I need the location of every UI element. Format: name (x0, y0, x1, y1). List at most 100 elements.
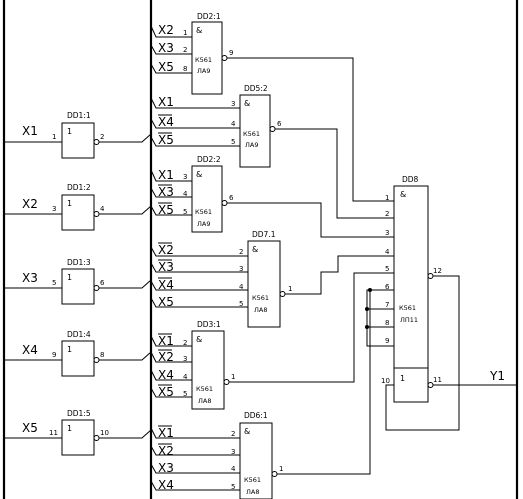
svg-text:X2: X2 (158, 243, 174, 257)
svg-text:1: 1 (67, 345, 72, 354)
svg-text:DD5:2: DD5:2 (244, 84, 268, 93)
svg-text:X4: X4 (158, 115, 174, 129)
svg-text:К561: К561 (252, 294, 269, 302)
svg-text:&: & (252, 245, 258, 254)
svg-text:8: 8 (183, 65, 187, 73)
svg-text:9: 9 (229, 49, 233, 57)
svg-text:5: 5 (231, 483, 235, 491)
svg-text:X1: X1 (158, 426, 174, 440)
gate-dd3-1: DD3:1 & К561 ЛА8 X1 X2 X4 X5 2 3 4 5 1 (150, 272, 394, 410)
svg-text:3: 3 (52, 205, 56, 213)
svg-text:DD8: DD8 (402, 175, 419, 184)
svg-text:К561: К561 (196, 385, 213, 393)
svg-text:3: 3 (231, 448, 235, 456)
svg-text:DD1:3: DD1:3 (67, 258, 91, 267)
svg-text:К561: К561 (195, 56, 212, 64)
svg-text:3: 3 (239, 265, 243, 273)
svg-text:X5: X5 (158, 295, 174, 309)
svg-text:8: 8 (100, 351, 104, 359)
svg-text:5: 5 (183, 390, 187, 398)
svg-text:К561: К561 (244, 476, 261, 484)
svg-text:1: 1 (279, 465, 283, 473)
svg-text:DD1:5: DD1:5 (67, 409, 91, 418)
svg-text:6: 6 (100, 279, 105, 287)
svg-text:11: 11 (433, 376, 442, 384)
svg-text:1: 1 (183, 29, 187, 37)
svg-text:X4: X4 (158, 478, 174, 492)
svg-text:2: 2 (183, 339, 187, 347)
svg-text:6: 6 (277, 120, 282, 128)
svg-text:DD1:4: DD1:4 (67, 330, 91, 339)
gate-dd2-2: DD2:2 & К561 ЛА9 X1 X3 X5 3 4 5 6 (150, 155, 394, 238)
input-label-x3: X3 (22, 271, 38, 285)
svg-text:DD2:1: DD2:1 (197, 12, 221, 21)
svg-text:X1: X1 (158, 334, 174, 348)
svg-text:5: 5 (239, 300, 243, 308)
svg-text:5: 5 (231, 138, 235, 146)
svg-text:X5: X5 (158, 203, 174, 217)
svg-text:ЛА8: ЛА8 (246, 488, 259, 496)
svg-text:1: 1 (67, 273, 72, 282)
input-label-x2: X2 (22, 197, 38, 211)
svg-text:6: 6 (385, 283, 390, 291)
svg-text:&: & (196, 335, 202, 344)
svg-text:X1: X1 (158, 95, 174, 109)
svg-text:К561: К561 (243, 130, 260, 138)
svg-text:2: 2 (385, 210, 389, 218)
svg-text:&: & (400, 190, 406, 199)
gate-dd5-2: DD5:2 & К561 ЛА9 X1 X4 X5 3 4 5 6 (150, 84, 394, 219)
svg-text:9: 9 (385, 337, 389, 345)
svg-text:3: 3 (231, 100, 235, 108)
gate-dd8: DD8 & К561 ЛП11 1 1 2 3 4 5 6 7 8 9 12 1… (365, 175, 517, 431)
svg-text:1: 1 (67, 199, 72, 208)
svg-text:ЛА8: ЛА8 (198, 397, 211, 405)
svg-text:X3: X3 (158, 41, 174, 55)
svg-text:1: 1 (400, 374, 405, 383)
svg-text:9: 9 (52, 351, 56, 359)
svg-text:X2: X2 (158, 350, 174, 364)
svg-text:ЛА9: ЛА9 (197, 67, 210, 75)
inverter-dd1-2: DD1:2 X2 3 1 4 (4, 183, 152, 231)
svg-text:&: & (244, 427, 250, 436)
svg-text:6: 6 (229, 194, 234, 202)
svg-text:X2: X2 (158, 444, 174, 458)
inverter-ref: DD1:1 (67, 111, 91, 120)
svg-text:DD6:1: DD6:1 (244, 411, 268, 420)
svg-text:X4: X4 (158, 368, 174, 382)
svg-text:К561: К561 (399, 304, 416, 312)
svg-text:3: 3 (385, 229, 389, 237)
svg-text:4: 4 (231, 120, 236, 128)
inversion-bubble (93, 139, 100, 145)
svg-text:1: 1 (67, 424, 72, 433)
svg-text:X3: X3 (158, 260, 174, 274)
svg-text:DD3:1: DD3:1 (197, 320, 221, 329)
svg-text:X5: X5 (158, 60, 174, 74)
svg-text:DD2:2: DD2:2 (197, 155, 221, 164)
svg-text:DD1:2: DD1:2 (67, 183, 91, 192)
svg-text:4: 4 (385, 248, 390, 256)
svg-text:4: 4 (100, 205, 105, 213)
inverter-dd1-4: DD1:4 X4 9 1 8 (4, 330, 152, 377)
svg-text:1: 1 (288, 285, 292, 293)
svg-text:X1: X1 (158, 168, 174, 182)
inverter-dd1-5: DD1:5 X5 11 1 10 (4, 409, 152, 456)
inverter-dd1-3: DD1:3 X3 5 1 6 (4, 258, 152, 305)
svg-text:4: 4 (231, 465, 236, 473)
svg-text:11: 11 (49, 429, 58, 437)
svg-text:10: 10 (100, 429, 109, 437)
svg-text:X2: X2 (158, 23, 174, 37)
svg-text:5: 5 (183, 208, 187, 216)
svg-text:1: 1 (385, 194, 389, 202)
svg-text:12: 12 (433, 267, 442, 275)
svg-text:ЛА9: ЛА9 (245, 141, 258, 149)
svg-text:&: & (196, 170, 202, 179)
svg-text:3: 3 (183, 173, 187, 181)
svg-text:X5: X5 (158, 385, 174, 399)
gate-dd6-1: DD6:1 & К561 ЛА8 X1 X2 X3 X4 2 3 4 5 1 (150, 289, 394, 499)
svg-text:3: 3 (183, 355, 187, 363)
input-label-x1: X1 (22, 124, 38, 138)
svg-text:1: 1 (67, 127, 72, 136)
svg-text:2: 2 (100, 133, 104, 141)
svg-text:5: 5 (52, 279, 56, 287)
